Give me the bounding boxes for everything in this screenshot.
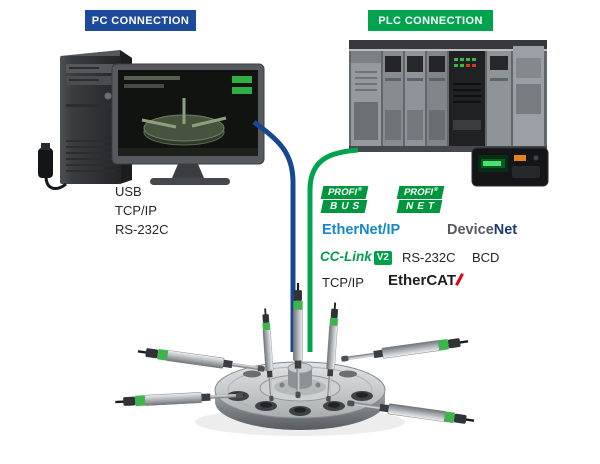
rs232c-label: RS-232C: [402, 250, 456, 265]
pc-interface-usb: USB: [115, 184, 142, 199]
monitor-screen-content: [118, 76, 258, 156]
devicenet-logo: DeviceNet: [447, 222, 518, 238]
plc-rack: [349, 40, 547, 152]
pc-interface-tcpip: TCP/IP: [115, 203, 157, 218]
pc-connection-line: [252, 120, 296, 352]
plc-connection-banner: PLC CONNECTION: [368, 10, 493, 31]
profinet-logo: PROFI® NET: [396, 186, 445, 214]
plc-led-grid: [454, 58, 476, 67]
plc-connection-line: [307, 147, 359, 352]
bcd-label: BCD: [472, 250, 500, 265]
profibus-logo: PROFI® BUS: [320, 186, 369, 214]
probe-upper-right: [340, 335, 470, 365]
pc-interface-rs232c: RS-232C: [115, 222, 169, 237]
pc-connection-banner: PC CONNECTION: [85, 10, 196, 31]
measurement-fixture: [114, 282, 476, 436]
sensor-controller: [471, 147, 549, 187]
ethercat-logo: EtherCAT: [388, 272, 464, 289]
pc-interface-list: USB TCP/IP RS-232C: [115, 182, 168, 239]
usb-cable-adapter: [38, 143, 67, 190]
pc-monitor: [111, 63, 265, 185]
ethernet-ip-logo: EtherNet/IP: [322, 222, 401, 238]
tcpip-label: TCP/IP: [322, 275, 364, 290]
